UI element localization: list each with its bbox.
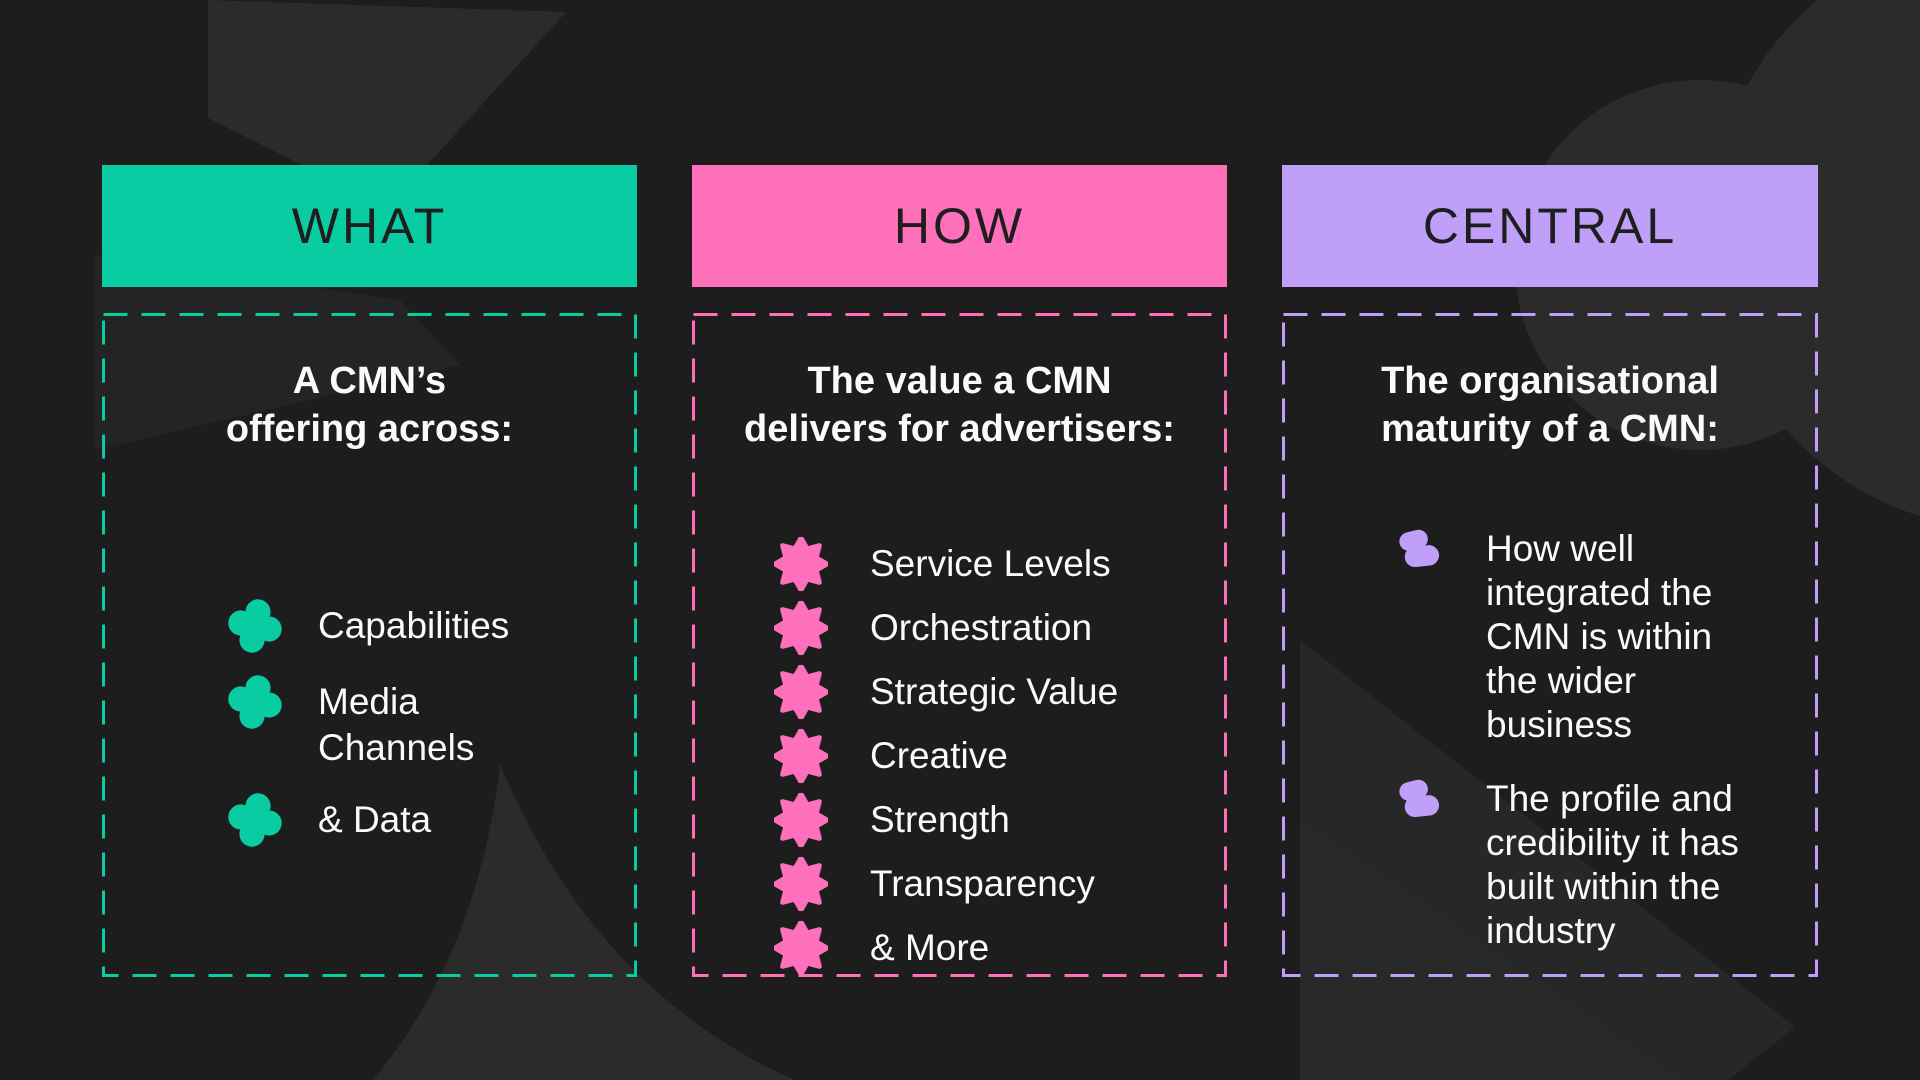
list-item-line: Capabilities [318, 605, 510, 646]
list-item-line: Strength [870, 799, 1010, 840]
list-item-line: & Data [318, 799, 432, 840]
list-item-text: Strength [870, 796, 1010, 844]
column-central: CENTRAL The organisational maturity of a… [1282, 165, 1818, 977]
title-line: The organisational [1381, 360, 1719, 402]
list-item-line: business [1486, 704, 1633, 745]
dashed-border [102, 313, 637, 977]
list-item-line: built within the [1486, 866, 1721, 907]
list-item-text: Orchestration [870, 604, 1092, 652]
list-item: Transparency [774, 857, 1227, 911]
column-how-header-label: HOW [893, 198, 1026, 254]
title-line: maturity of a CMN: [1381, 408, 1719, 450]
list-item: Strength [774, 793, 1227, 847]
column-what: WHAT A CMN’s offering across: Capabiliti… [102, 165, 637, 977]
column-how-title: The value a CMN delivers for advertisers… [692, 357, 1227, 453]
list-item-line: The profile and [1486, 778, 1733, 819]
column-central-card: The organisational maturity of a CMN: Ho… [1282, 313, 1818, 977]
list-item-line: Creative [870, 735, 1008, 776]
decor-wedge-left [95, 255, 460, 450]
list-item-line: Strategic Value [870, 671, 1119, 712]
column-central-header: CENTRAL [1282, 165, 1818, 287]
list-item-line: Service Levels [870, 543, 1111, 584]
list-item: & Data [228, 793, 637, 847]
column-what-card: A CMN’s offering across: Capabilities Me… [102, 313, 637, 977]
list-item: Service Levels [774, 537, 1227, 591]
column-what-header: WHAT [102, 165, 637, 287]
title-line: offering across: [225, 408, 514, 450]
dashed-border [1282, 313, 1818, 977]
column-central-header-label: CENTRAL [1422, 198, 1678, 254]
list-item-line: & More [870, 927, 990, 968]
column-how-list: Service Levels Orchestration Strategic V… [692, 537, 1227, 975]
list-item-text: Service Levels [870, 540, 1111, 588]
list-item: Media Channels [228, 675, 637, 771]
list-item: Orchestration [774, 601, 1227, 655]
column-what-title: A CMN’s offering across: [102, 357, 637, 453]
three-column-layout: WHAT A CMN’s offering across: Capabiliti… [102, 165, 1818, 977]
list-item-line: Orchestration [870, 607, 1093, 648]
list-item-text: Capabilities [318, 603, 509, 649]
list-item: Strategic Value [774, 665, 1227, 719]
column-how-card: The value a CMN delivers for advertisers… [692, 313, 1227, 977]
list-item: The profile and credibility it has built… [1394, 777, 1818, 953]
decor-chevron-top-left [208, 0, 566, 208]
list-item-line: industry [1486, 910, 1616, 951]
list-item-text: Transparency [870, 860, 1095, 908]
column-how-header: HOW [692, 165, 1227, 287]
list-item-line: CMN is within [1486, 616, 1713, 657]
list-item-line: integrated the [1486, 572, 1713, 613]
list-item: How well integrated the CMN is within th… [1394, 527, 1818, 747]
list-item-text: Creative [870, 732, 1008, 780]
decor-triangle-bottom-right-inner [1300, 820, 1680, 1080]
column-what-list: Capabilities Media Channels & Data [102, 599, 637, 847]
list-item-line: How well [1486, 528, 1635, 569]
list-item: & More [774, 921, 1227, 975]
title-line: delivers for advertisers: [744, 408, 1175, 450]
list-item: Capabilities [228, 599, 637, 653]
list-item-text: How well integrated the CMN is within th… [1486, 527, 1712, 747]
column-central-list: How well integrated the CMN is within th… [1282, 527, 1818, 953]
list-item-text: The profile and credibility it has built… [1486, 777, 1739, 953]
list-item-line: Media [318, 681, 419, 722]
list-item-text: Strategic Value [870, 668, 1118, 716]
list-item: Creative [774, 729, 1227, 783]
column-how: HOW The value a CMN delivers for adverti… [692, 165, 1227, 977]
title-line: A CMN’s [292, 360, 447, 402]
column-central-title: The organisational maturity of a CMN: [1282, 357, 1818, 453]
column-what-header-label: WHAT [291, 198, 448, 254]
list-item-line: the wider [1486, 660, 1637, 701]
dashed-border [692, 313, 1227, 977]
list-item-text: & More [870, 924, 989, 972]
title-line: The value a CMN [807, 360, 1112, 402]
list-item-text: Media Channels [318, 679, 474, 771]
list-item-text: & Data [318, 797, 431, 843]
list-item-line: Transparency [870, 863, 1095, 904]
list-item-line: credibility it has [1486, 822, 1739, 863]
list-item-line: Channels [318, 727, 475, 768]
